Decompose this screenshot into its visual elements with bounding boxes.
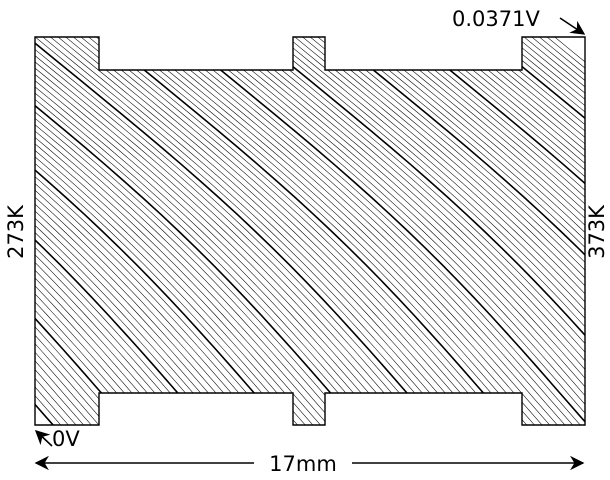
contour-line: [0, 30, 373, 433]
contour-line: [378, 30, 610, 433]
bottom-left-voltage-label: 0V: [52, 427, 80, 451]
bottom-left-arrow: [36, 431, 52, 446]
contour-line: [393, 30, 610, 433]
contour-line: [363, 30, 610, 433]
contour-line: [241, 30, 610, 433]
contour-lines: [0, 30, 610, 433]
contour-line: [348, 30, 610, 433]
contour-line: [195, 30, 610, 433]
width-dimension-label: 17mm: [269, 452, 337, 475]
top-right-arrow: [560, 18, 584, 34]
left-temperature-label: 273K: [4, 204, 28, 259]
right-temperature-label: 373K: [585, 204, 609, 259]
contour-line: [302, 30, 610, 433]
top-right-voltage-label: 0.0371V: [452, 7, 540, 31]
